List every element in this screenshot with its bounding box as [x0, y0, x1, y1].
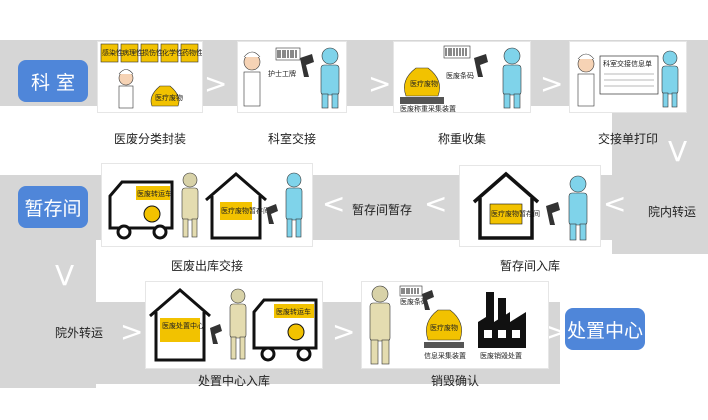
- arrow-left-1: <: [603, 187, 627, 220]
- storage-house-icon: 医疗废物暂存间: [472, 171, 540, 240]
- house-label: 医疗废物暂存间: [491, 209, 540, 218]
- center-label: 医废处置中心: [162, 321, 204, 330]
- scanner-icon: [422, 290, 434, 310]
- arrow-right-1: >: [204, 67, 228, 100]
- arrow-right-3: >: [540, 67, 564, 100]
- step-caption-handover: 科室交接: [267, 132, 317, 146]
- bag-label-2: 医疗废物: [410, 79, 438, 88]
- nurse-figure: [577, 53, 595, 107]
- house-label-2: 医疗废物暂存间: [221, 206, 270, 215]
- terminal-device: 信息采集装置: [424, 342, 466, 360]
- worker-figure: [568, 175, 588, 241]
- step-caption-weighing: 称重收集: [437, 132, 487, 146]
- edge-label-storage-temp: 暂存间暂存: [352, 203, 413, 217]
- arrow-right-4: >: [120, 315, 144, 348]
- bin-label-1: 感染性: [102, 48, 123, 57]
- waste-bins: 感染性 病理性 损伤性 化学性 药物性: [100, 43, 202, 63]
- truck-icon: 医废转运车: [252, 298, 318, 362]
- step-caption-storage-in: 暂存间入库: [499, 259, 561, 273]
- node-storage: 暂存间: [18, 186, 88, 228]
- truck-label: 医废转运车: [137, 189, 172, 198]
- bin-label-4: 化学性: [162, 48, 183, 57]
- panel-handover: 护士工牌: [238, 42, 346, 112]
- truck-label-2: 医废转运车: [276, 307, 311, 316]
- barcode-icon: [275, 47, 301, 61]
- arrow-right-6: >: [543, 315, 567, 348]
- terminal-label: 信息采集装置: [424, 351, 466, 360]
- edge-label-out-hospital: 院外转运: [55, 326, 104, 340]
- worker-figure: [285, 172, 303, 238]
- step-caption-destruction: 销毁确认: [430, 374, 480, 388]
- scale-label: 医废称重采集装置: [400, 104, 456, 112]
- worker-figure: [661, 50, 679, 108]
- panel-weighing: 医疗废物 医废称重采集装置 医废条码: [394, 42, 530, 112]
- panel-sorting: 感染性 病理性 损伤性 化学性 药物性 医疗废物: [98, 42, 202, 112]
- edge-label-in-hospital: 院内转运: [648, 205, 697, 219]
- panel-outbound: 医废转运车 医疗废物暂存间: [102, 164, 312, 246]
- arrow-right-2: >: [368, 67, 392, 100]
- storage-house-icon: 医疗废物暂存间: [205, 172, 270, 240]
- panel-form-print: 科室交接信息单: [570, 42, 686, 112]
- step-caption-center-in: 处置中心入库: [197, 374, 271, 388]
- arrow-down-left: V: [55, 259, 75, 292]
- step-caption-sorting: 医废分类封装: [113, 132, 187, 146]
- nurse-tag-label: 护士工牌: [268, 69, 296, 78]
- panel-storage-in: 医疗废物暂存间: [460, 166, 600, 246]
- bag-label-3: 医疗废物: [430, 323, 458, 332]
- panel-destruction: 医废条码 医疗废物 信息采集装置 医废销毁处置: [362, 282, 548, 368]
- arrow-down-right: V: [668, 135, 688, 168]
- scale-device: 医废称重采集装置: [400, 97, 456, 112]
- staff-figure: [229, 288, 247, 360]
- waste-bag: 医疗废物: [404, 67, 440, 97]
- panel-center-in: 医废处置中心 医废转运车: [146, 282, 322, 368]
- bin-label-5: 药物性: [182, 48, 202, 57]
- scanner-icon: [546, 202, 560, 225]
- form-document: 科室交接信息单: [599, 55, 659, 95]
- scanner-icon: [266, 204, 278, 224]
- scanner-icon: [210, 324, 222, 344]
- worker-figure: [320, 47, 340, 109]
- factory-icon: 医废销毁处置: [478, 292, 526, 360]
- nurse-figure: [118, 69, 134, 109]
- bin-label-3: 损伤性: [142, 48, 163, 57]
- barcode-small-label: 医废条码: [400, 297, 428, 306]
- step-caption-form-print: 交接单打印: [597, 132, 659, 146]
- bag-label: 医疗废物: [155, 93, 183, 102]
- staff-figure: [369, 285, 391, 365]
- waste-bag: 医疗废物: [426, 309, 462, 341]
- barcode-icon: [443, 45, 471, 59]
- arrow-left-3: <: [322, 187, 346, 220]
- barcode-label: 医废条码: [446, 71, 474, 80]
- factory-label: 医废销毁处置: [480, 351, 522, 360]
- form-title: 科室交接信息单: [603, 59, 652, 68]
- scanner-icon: [474, 54, 488, 77]
- node-disposal-center: 处置中心: [565, 308, 645, 350]
- waste-bag: 医疗废物: [150, 85, 183, 107]
- bin-label-2: 病理性: [122, 48, 143, 57]
- barcode-icon: [399, 285, 423, 297]
- center-house-icon: 医废处置中心: [149, 288, 211, 362]
- arrow-left-2: <: [424, 187, 448, 220]
- node-department: 科 室: [18, 60, 88, 102]
- nurse-figure: [243, 51, 261, 107]
- step-caption-outbound: 医废出库交接: [170, 259, 244, 273]
- scanner-icon: [300, 54, 314, 77]
- arrow-right-5: >: [332, 315, 356, 348]
- worker-figure: [502, 47, 522, 109]
- staff-figure: [181, 172, 199, 238]
- truck-icon: 医废转运车: [108, 180, 174, 240]
